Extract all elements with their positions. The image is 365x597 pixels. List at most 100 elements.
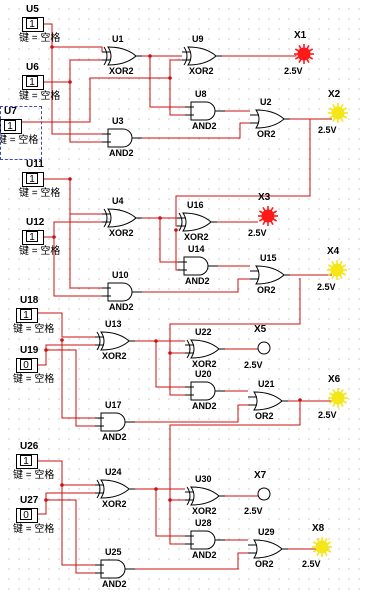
gate-type-u10: AND2 (109, 302, 134, 312)
gate-type-u2: OR2 (257, 129, 276, 139)
wire (53, 237, 102, 297)
wire (46, 499, 95, 574)
switch-key-s6: 键 = 空格 (19, 91, 61, 102)
wire (142, 278, 250, 293)
gate-u29[interactable] (248, 539, 288, 559)
gate-u30[interactable] (185, 486, 225, 506)
probe-lamps (257, 44, 348, 557)
gate-u10[interactable] (102, 282, 142, 302)
probe-name-x6: X6 (328, 374, 341, 385)
junction-dot (68, 80, 72, 84)
probe-name-x2: X2 (328, 89, 341, 100)
gate-type-u28: AND2 (192, 550, 217, 560)
gate-label-u29: U29 (258, 527, 275, 537)
wire (61, 485, 95, 566)
switch-value[interactable]: 0 (20, 359, 32, 371)
wire (51, 47, 102, 135)
gate-type-u3: AND2 (109, 148, 134, 158)
gate-u22[interactable] (185, 339, 225, 359)
gate-u17[interactable] (95, 412, 135, 432)
gate-u21[interactable] (248, 391, 288, 411)
switch-name-s7: U7 (4, 106, 17, 117)
gate-u14[interactable] (178, 256, 218, 276)
switch-name-s11: U11 (26, 159, 44, 170)
probe-voltage-x5: 2.5V (244, 360, 263, 370)
switch-value[interactable]: 0 (20, 509, 32, 521)
gate-type-u16: XOR2 (184, 232, 209, 242)
probe-x2 (328, 103, 348, 123)
switch-value[interactable]: 1 (20, 455, 32, 467)
junction-dot (158, 216, 162, 220)
wire (38, 312, 95, 338)
gate-label-u1: U1 (112, 34, 124, 44)
probe-x6 (328, 388, 348, 408)
wire (175, 119, 311, 227)
switch-name-s6: U6 (26, 62, 39, 73)
junction-dot (168, 76, 172, 80)
probe-x7 (257, 487, 271, 501)
switch-key-s27: 键 = 空格 (13, 524, 55, 535)
switch-key-s11: 键 = 空格 (19, 188, 61, 199)
gate-label-u21: U21 (258, 379, 275, 389)
gate-u16[interactable] (177, 212, 217, 232)
wire (38, 344, 95, 366)
gate-type-u29: OR2 (255, 559, 274, 569)
wire (222, 54, 297, 57)
wire (44, 221, 102, 238)
gate-u20[interactable] (185, 381, 225, 401)
switch-value[interactable]: 1 (20, 309, 32, 321)
gate-u13[interactable] (95, 331, 135, 351)
gate-u3[interactable] (102, 128, 142, 148)
gate-type-u21: OR2 (255, 411, 274, 421)
probe-voltage-x4: 2.5V (317, 282, 336, 292)
gate-label-u9: U9 (192, 34, 204, 44)
gate-label-u17: U17 (105, 400, 122, 410)
switch-value[interactable]: 1 (26, 18, 38, 30)
switch-key-s18: 键 = 空格 (13, 324, 55, 335)
gate-u4[interactable] (102, 208, 142, 228)
gate-label-u30: U30 (195, 474, 212, 484)
probe-voltage-x2: 2.5V (318, 125, 337, 135)
junction-dot (68, 177, 72, 181)
probe-x3 (258, 206, 278, 226)
gate-label-u20: U20 (195, 369, 212, 379)
wire (169, 278, 301, 354)
junction-dot (44, 498, 48, 502)
gate-label-u3: U3 (112, 116, 124, 126)
wire (46, 349, 95, 427)
gate-type-u13: XOR2 (102, 351, 127, 361)
gate-label-u8: U8 (195, 89, 207, 99)
switch-value[interactable]: 1 (26, 76, 38, 88)
gate-label-u15: U15 (260, 253, 277, 263)
selection-box (0, 106, 42, 160)
gate-u1[interactable] (102, 46, 142, 66)
gate-u28[interactable] (185, 530, 225, 550)
gate-u15[interactable] (250, 265, 290, 285)
probe-x8 (312, 537, 332, 557)
switch-key-s5: 键 = 空格 (19, 33, 61, 44)
gate-type-u24: XOR2 (102, 499, 127, 509)
gate-u8[interactable] (185, 101, 225, 121)
switch-key-s26: 键 = 空格 (13, 470, 55, 481)
switch-value[interactable]: 1 (26, 231, 38, 243)
junction-dot (168, 498, 172, 502)
gate-u2[interactable] (250, 109, 290, 129)
wire (159, 218, 178, 263)
probe-voltage-x8: 2.5V (302, 559, 321, 569)
gate-u25[interactable] (95, 559, 135, 579)
gate-type-u9: XOR2 (189, 66, 214, 76)
switch-value[interactable]: 1 (26, 173, 38, 185)
wire (149, 56, 185, 108)
wire (61, 340, 95, 419)
switch-value[interactable]: 1 (4, 120, 16, 132)
gate-label-u28: U28 (195, 518, 212, 528)
wire (169, 400, 301, 501)
wire (38, 460, 95, 486)
gate-u9[interactable] (182, 46, 222, 66)
junction-dot (298, 398, 302, 402)
gate-u24[interactable] (95, 479, 135, 499)
wire (155, 489, 185, 537)
switch-key-s12: 键 = 空格 (19, 246, 61, 257)
switch-name-s18: U18 (20, 295, 39, 306)
